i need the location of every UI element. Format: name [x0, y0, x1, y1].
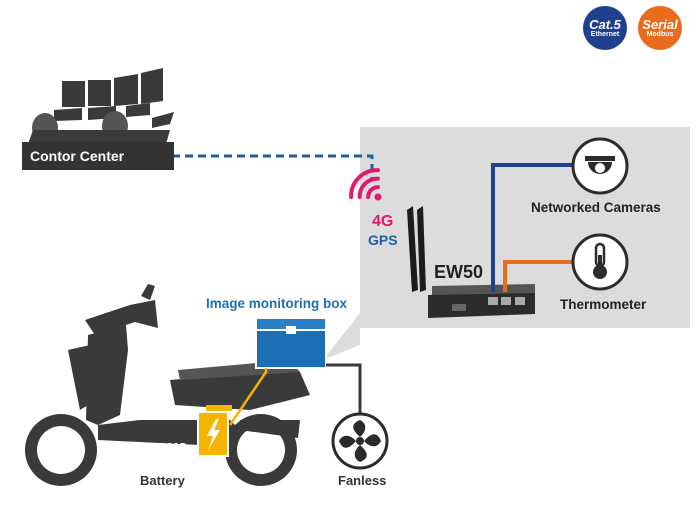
- dome-camera-icon: [571, 137, 629, 195]
- ethernet-line: [491, 163, 578, 292]
- cat5-badge: Cat.5 Ethernet: [583, 6, 627, 50]
- thermometer-icon: [571, 233, 629, 291]
- control-center-illustration: [22, 68, 174, 170]
- battery-label: Battery: [140, 473, 185, 488]
- control-center-label: Contor Center: [30, 148, 125, 164]
- serial-badge: Serial Modbus: [638, 6, 682, 50]
- box-fan-line: [326, 363, 362, 413]
- image-monitoring-box-icon: [255, 317, 327, 369]
- cameras-label: Networked Cameras: [531, 200, 661, 215]
- battery-icon: [197, 405, 232, 457]
- serial-badge-title: Serial: [642, 17, 678, 32]
- cat5-badge-title: Cat.5: [589, 17, 621, 32]
- ew50-router: [407, 206, 535, 318]
- scooter-illustration: [25, 284, 310, 486]
- fanless-label: Fanless: [338, 473, 387, 488]
- bms-label: BMS: [158, 440, 187, 455]
- serial-badge-subtitle: Modbus: [646, 31, 674, 38]
- wifi-signal-icon: [349, 168, 382, 201]
- cellular-link-line: [172, 154, 374, 178]
- device-label: EW50: [434, 262, 484, 282]
- serial-line: [503, 260, 578, 292]
- image-box-label: Image monitoring box: [206, 296, 348, 311]
- gps-label: GPS: [368, 232, 398, 248]
- thermometer-label: Thermometer: [560, 297, 647, 312]
- signal-4g-label: 4G: [372, 213, 394, 230]
- lightning-icon: [207, 419, 220, 450]
- box-battery-line: [228, 368, 268, 426]
- fan-icon: [331, 412, 389, 470]
- cat5-badge-subtitle: Ethernet: [590, 31, 620, 38]
